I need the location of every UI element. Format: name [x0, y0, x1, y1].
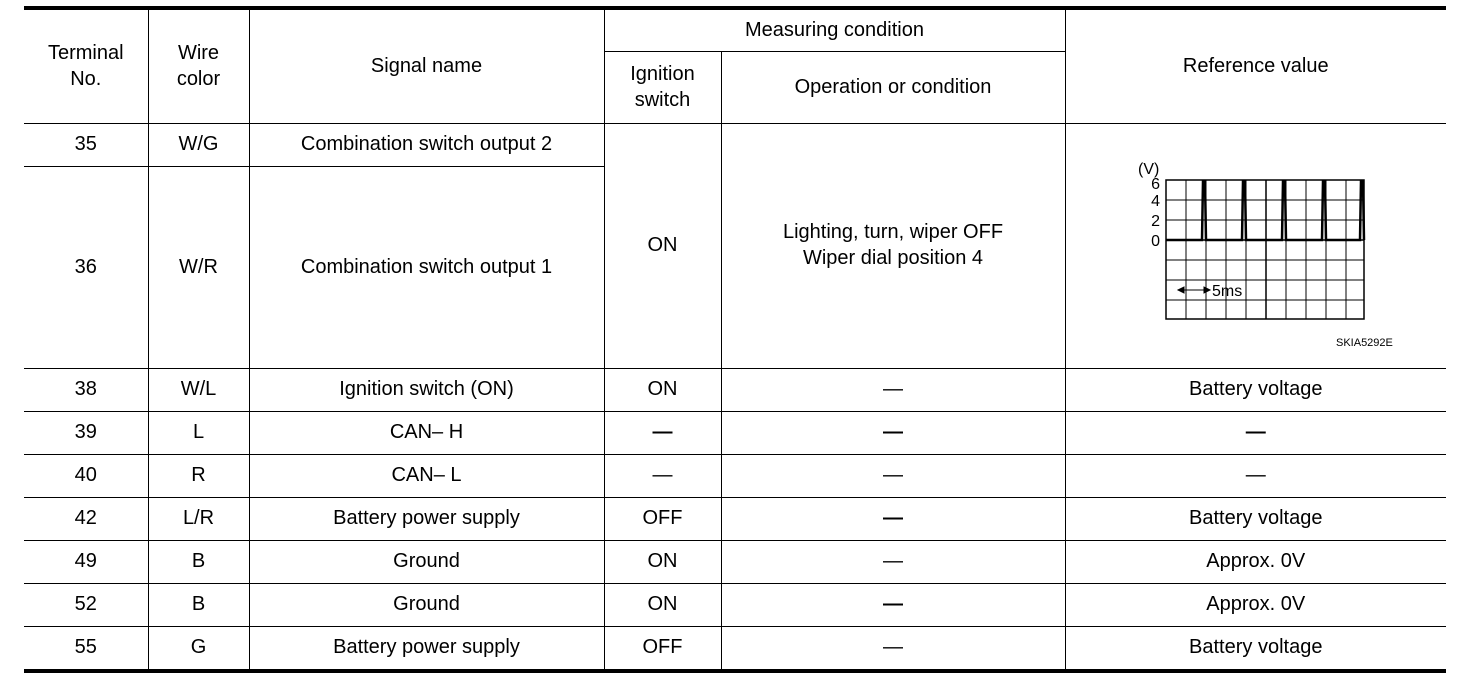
operation-cell: — [720, 454, 1066, 498]
signal-name-cell: Ground [248, 583, 605, 627]
terminal-cell: 38 [24, 368, 149, 412]
signal-name-cell: Battery power supply [248, 626, 605, 672]
waveform-grid [1164, 179, 1365, 320]
operation-cell: — [720, 583, 1066, 627]
reference-cell: — [1064, 411, 1446, 455]
operation-line: Wiper dial position 4 [802, 247, 984, 269]
reference-cell: Battery voltage [1064, 497, 1446, 541]
table-row: 40 R CAN– L — — — [24, 454, 1446, 498]
wire-color-cell: L/R [147, 497, 250, 541]
table-row: 52 B Ground ON — Approx. 0V [24, 583, 1446, 627]
header-terminal-no: Terminal No. [24, 7, 149, 124]
reference-cell: Battery voltage [1064, 368, 1446, 412]
table-row: 38 W/L Ignition switch (ON) ON — Battery… [24, 368, 1446, 412]
operation-cell: — [720, 497, 1066, 541]
terminal-cell: 42 [24, 497, 149, 541]
table-row: 55 G Battery power supply OFF — Battery … [24, 626, 1446, 672]
signal-name-cell: Combination switch output 1 [248, 166, 604, 369]
wire-color-cell: R [147, 454, 250, 498]
terminal-cell: 39 [24, 411, 149, 455]
signal-name-cell: Ground [248, 540, 605, 584]
wire-color-cell: W/L [147, 368, 250, 412]
ignition-cell: — [603, 411, 722, 455]
wire-color-cell: B [147, 583, 250, 627]
operation-cell: — [720, 411, 1066, 455]
terminal-cell: 36 [24, 166, 149, 369]
waveform-oscilloscope: (V) 6 4 2 0 5ms SKIA5292E [1138, 161, 1393, 349]
ignition-cell: ON [603, 123, 722, 369]
waveform-y-unit: (V) [1138, 161, 1159, 178]
table-row: 35 W/G Combination switch output 2 ON Li… [24, 123, 1446, 369]
terminal-spec-table: Terminal No. Wire color Signal name Meas… [24, 6, 1446, 673]
wire-color-cell: G [147, 626, 250, 672]
reference-cell: — [1064, 454, 1446, 498]
operation-cell: — [720, 368, 1066, 412]
ignition-cell: — [603, 454, 722, 498]
reference-waveform-cell: (V) 6 4 2 0 5ms SKIA5292E [1064, 123, 1446, 369]
waveform-y-tick: 4 [1151, 193, 1160, 210]
terminal-cell: 49 [24, 540, 149, 584]
signal-name-cell: CAN– L [248, 454, 605, 498]
waveform-trace [1165, 179, 1365, 242]
ignition-cell: OFF [603, 626, 722, 672]
ignition-cell: ON [603, 368, 722, 412]
operation-cell: — [720, 626, 1066, 672]
ignition-cell: ON [603, 583, 722, 627]
table-row: 49 B Ground ON — Approx. 0V [24, 540, 1446, 584]
waveform-y-tick: 6 [1151, 176, 1160, 193]
table-row: 39 L CAN– H — — — [24, 411, 1446, 455]
header-operation-condition: Operation or condition [720, 51, 1065, 124]
operation-cell: Lighting, turn, wiper OFF Wiper dial pos… [720, 123, 1066, 369]
terminal-cell: 35 [24, 123, 149, 167]
table-row: 36 W/R Combination switch output 1 [24, 166, 1446, 369]
wire-color-cell: B [147, 540, 250, 584]
header-reference-value: Reference value [1064, 7, 1446, 124]
reference-cell: Battery voltage [1064, 626, 1446, 672]
time-scale-arrow [1176, 286, 1211, 294]
waveform-time-scale: 5ms [1212, 283, 1242, 300]
waveform-y-tick: 0 [1151, 233, 1160, 250]
operation-cell: — [720, 540, 1066, 584]
ignition-cell: OFF [603, 497, 722, 541]
reference-cell: Approx. 0V [1064, 583, 1446, 627]
terminal-cell: 55 [24, 626, 149, 672]
header-ignition-switch: Ignition switch [604, 51, 722, 124]
signal-name-cell: CAN– H [248, 411, 605, 455]
wire-color-cell: W/R [147, 166, 250, 369]
wire-color-cell: L [147, 411, 250, 455]
header-wire-color: Wire color [147, 7, 250, 124]
signal-name-cell: Combination switch output 2 [248, 123, 605, 167]
header-measuring-condition: Measuring condition [603, 7, 1066, 52]
signal-name-cell: Ignition switch (ON) [248, 368, 605, 412]
ignition-cell: ON [603, 540, 722, 584]
wire-color-cell: W/G [147, 123, 250, 167]
waveform-y-tick: 2 [1151, 213, 1160, 230]
terminal-cell: 52 [24, 583, 149, 627]
reference-cell: Approx. 0V [1064, 540, 1446, 584]
terminal-cell: 40 [24, 454, 149, 498]
header-signal-name: Signal name [248, 7, 605, 124]
table-row: 42 L/R Battery power supply OFF — Batter… [24, 497, 1446, 541]
operation-line: Lighting, turn, wiper OFF [782, 221, 1004, 244]
signal-name-cell: Battery power supply [248, 497, 605, 541]
figure-id-label: SKIA5292E [1336, 337, 1393, 349]
